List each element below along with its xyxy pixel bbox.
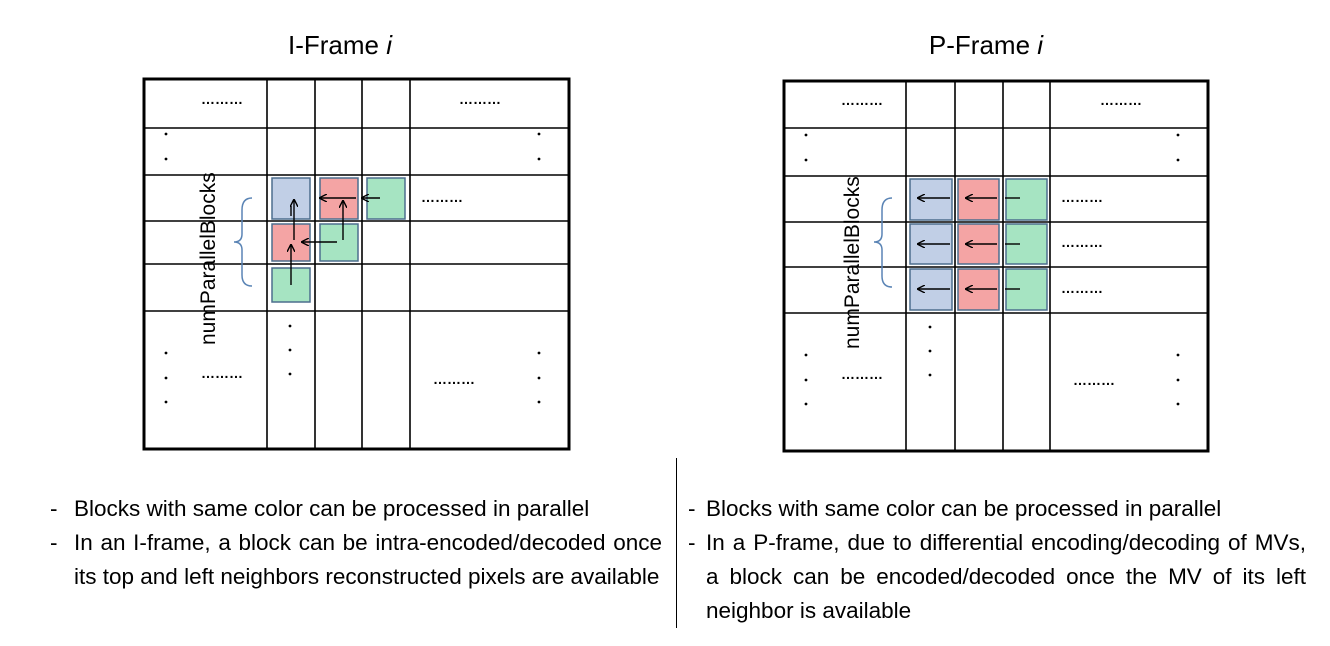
note-item: - In a P-frame, due to differential enco… (688, 526, 1306, 628)
i-frame-notes: - Blocks with same color can be processe… (50, 492, 662, 594)
column-divider (676, 458, 677, 628)
p-frame-title: P-Frame i (776, 30, 1196, 61)
note-text: Blocks with same color can be processed … (74, 496, 590, 521)
bullet: - (688, 530, 696, 555)
ellipsis: ……… (1100, 92, 1142, 108)
note-item: - Blocks with same color can be processe… (688, 492, 1306, 526)
ellipsis: ……… (1061, 189, 1103, 205)
i-frame-grid (142, 77, 571, 451)
p-frame-title-symbol: i (1037, 30, 1044, 60)
bullet: - (50, 530, 58, 555)
note-item: - Blocks with same color can be processe… (50, 492, 662, 526)
p-frame-grid (782, 79, 1210, 453)
i-frame-title-symbol: i (386, 30, 392, 60)
i-frame-title-text: I-Frame (287, 30, 379, 60)
i-frame-blocks (271, 177, 406, 303)
note-text: In an I-frame, a block can be intra-enco… (74, 530, 662, 589)
p-frame-arrows (918, 198, 1020, 289)
i-frame-bracket (233, 197, 253, 287)
p-frame-bracket (873, 197, 893, 288)
p-frame-title-text: P-Frame (928, 30, 1031, 60)
i-frame-arrows (291, 198, 380, 285)
ellipsis: ……… (201, 91, 243, 107)
p-block-red (957, 178, 1000, 221)
ellipsis: ……… (459, 91, 501, 107)
ellipsis: ……… (841, 92, 883, 108)
i-frame-title: I-Frame i (130, 30, 550, 61)
p-block-green (1005, 178, 1048, 221)
i-frame-side-label: numParallelBlocks (197, 172, 220, 345)
p-frame-ellipses: ……… ……… ……… ……… ……… ……… ……… (841, 92, 1142, 388)
ellipsis: ……… (841, 366, 883, 382)
i-frame-vertical-dots (164, 132, 541, 404)
p-frame-vertical-dots (804, 133, 1180, 406)
ellipsis: ……… (1073, 372, 1115, 388)
ellipsis: ……… (433, 371, 475, 387)
ellipsis: ……… (421, 189, 463, 205)
i-frame-ellipses: ……… ……… ……… ……… ……… (201, 91, 501, 387)
ellipsis: ……… (1061, 234, 1103, 250)
ellipsis: ……… (201, 365, 243, 381)
p-frame-side-label: numParallelBlocks (841, 176, 864, 349)
bullet: - (50, 496, 58, 521)
frames-diagram: numParallelBlocks ……… ……… ……… ……… ……… (142, 77, 1210, 453)
note-text: Blocks with same color can be processed … (706, 496, 1222, 521)
bullet: - (688, 496, 696, 521)
note-text: In a P-frame, due to differential encodi… (706, 530, 1306, 623)
note-item: - In an I-frame, a block can be intra-en… (50, 526, 662, 594)
p-block-blue (909, 178, 953, 221)
p-frame-notes: - Blocks with same color can be processe… (688, 492, 1306, 628)
ellipsis: ……… (1061, 280, 1103, 296)
